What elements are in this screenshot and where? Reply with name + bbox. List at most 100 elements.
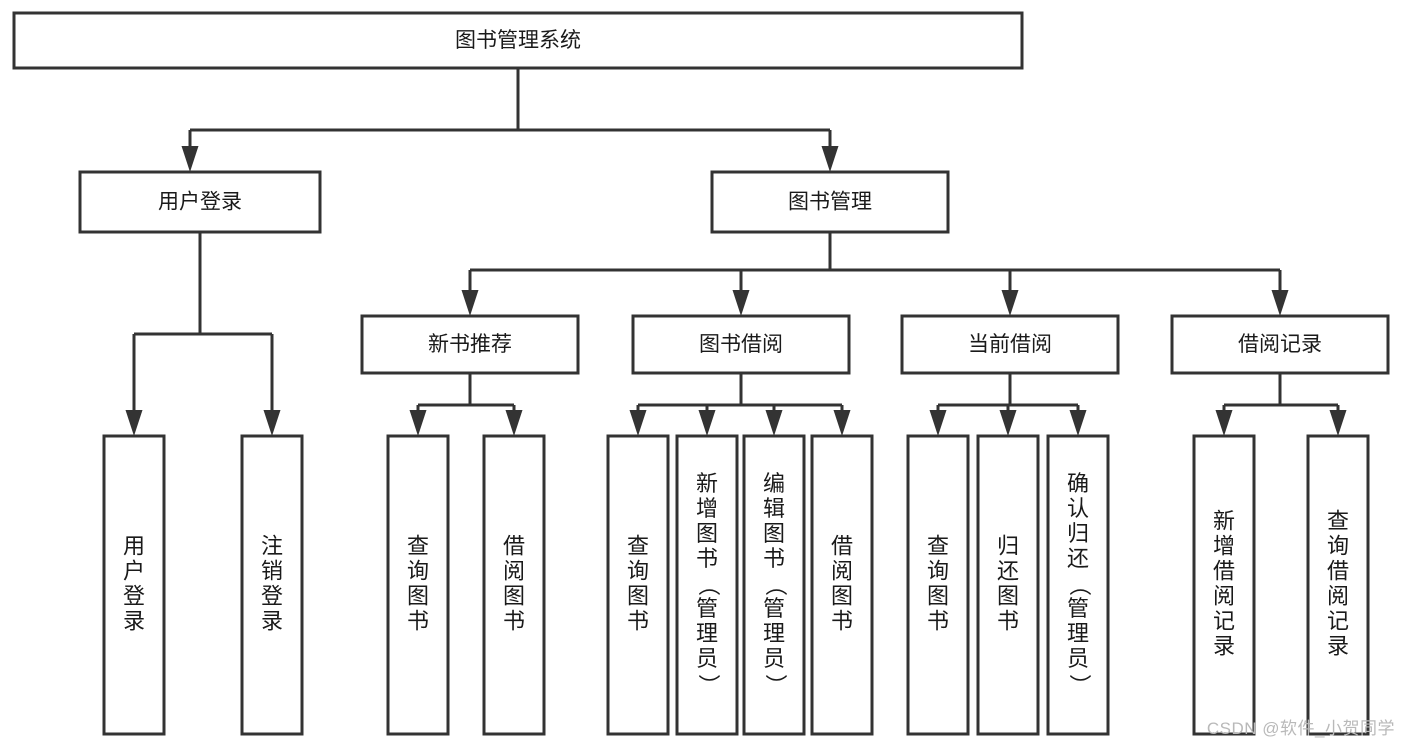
node-label-char: 录 (261, 608, 283, 633)
node-label-char: ） (696, 674, 721, 696)
node-label-char: 还 (1067, 546, 1089, 571)
arrow-head-icon (1329, 410, 1347, 436)
node-label-char: 编 (763, 471, 785, 496)
arrow-head-icon (732, 290, 750, 316)
nodes-layer: 图书管理系统用户登录图书管理新书推荐图书借阅当前借阅借阅记录用户登录注销登录查询… (12, 11, 1390, 736)
node-label-char: 查 (1327, 508, 1349, 533)
node-label-char: （ (763, 574, 788, 596)
node-box[interactable] (102, 434, 166, 736)
node-box[interactable] (976, 434, 1040, 736)
node-label-char: 新 (1213, 508, 1235, 533)
node-box[interactable] (675, 434, 739, 736)
node-box[interactable] (1192, 434, 1256, 736)
node-label-char: 询 (407, 558, 429, 583)
node-box[interactable] (482, 434, 546, 736)
node-borrow-records[interactable]: 借阅记录 (1170, 314, 1390, 375)
node-label-char: 书 (696, 546, 718, 571)
node-box[interactable] (906, 434, 970, 736)
node-label: 图书借阅 (699, 333, 783, 356)
node-label-char: 借 (1327, 558, 1349, 583)
arrow-head-icon (409, 410, 427, 436)
connectors-layer (125, 68, 1347, 436)
node-new-book-recommend[interactable]: 新书推荐 (360, 314, 580, 375)
node-label-char: 记 (1213, 608, 1235, 633)
node-label-char: 认 (1067, 496, 1089, 521)
node-box[interactable] (240, 434, 304, 736)
connector-group-root-to-level2 (181, 68, 839, 172)
connector-group-borrow-records-to-leaves (1215, 373, 1347, 436)
node-label-char: 阅 (1213, 583, 1235, 608)
node-label-char: 录 (1327, 633, 1349, 658)
arrow-head-icon (698, 410, 716, 436)
node-label-char: 书 (503, 608, 525, 633)
node-label-char: 图 (627, 583, 649, 608)
node-label-char: 员 (1067, 646, 1089, 671)
node-label: 用户登录 (158, 191, 242, 214)
node-box[interactable] (78, 170, 322, 234)
arrow-head-icon (629, 410, 647, 436)
node-label-char: 询 (927, 558, 949, 583)
node-box[interactable] (810, 434, 874, 736)
arrow-head-icon (821, 146, 839, 172)
node-label-char: 登 (123, 583, 145, 608)
node-label: 图书管理系统 (455, 29, 581, 52)
connector-group-book-management-to-level3 (461, 232, 1289, 316)
node-label: 图书管理 (788, 191, 872, 214)
node-box[interactable] (710, 170, 950, 234)
arrow-head-icon (263, 410, 281, 436)
node-label-char: 辑 (763, 496, 785, 521)
node-label-char: 理 (763, 621, 785, 646)
node-label-char: 增 (1213, 533, 1235, 558)
node-user-login[interactable]: 用户登录 (78, 170, 322, 234)
node-book-management[interactable]: 图书管理 (710, 170, 950, 234)
node-box[interactable] (12, 11, 1024, 70)
node-label-char: 新 (696, 471, 718, 496)
node-label-char: 记 (1327, 608, 1349, 633)
arrow-head-icon (1271, 290, 1289, 316)
node-box[interactable] (360, 314, 580, 375)
node-box[interactable] (742, 434, 806, 736)
node-label-char: 注 (261, 533, 283, 558)
node-current-borrow[interactable]: 当前借阅 (900, 314, 1120, 375)
node-root[interactable]: 图书管理系统 (12, 11, 1024, 70)
node-box[interactable] (900, 314, 1120, 375)
node-label-char: 图 (503, 583, 525, 608)
arrow-head-icon (999, 410, 1017, 436)
node-book-borrow[interactable]: 图书借阅 (631, 314, 851, 375)
node-label-char: 销 (261, 558, 283, 583)
node-label-char: 书 (763, 546, 785, 571)
arrow-head-icon (1215, 410, 1233, 436)
node-label: 借阅记录 (1238, 333, 1322, 356)
node-box[interactable] (386, 434, 450, 736)
arrow-head-icon (833, 410, 851, 436)
node-label-char: 书 (627, 608, 649, 633)
node-box[interactable] (606, 434, 670, 736)
node-label-char: ） (763, 674, 788, 696)
node-box[interactable] (631, 314, 851, 375)
node-leaf-user-login[interactable]: 用户登录 (102, 434, 166, 736)
node-label-char: 增 (696, 496, 718, 521)
node-label-char: 图 (763, 521, 785, 546)
node-box[interactable] (1170, 314, 1390, 375)
arrow-head-icon (461, 290, 479, 316)
connector-group-user-login-to-leaves (125, 232, 281, 436)
node-label-char: 理 (1067, 621, 1089, 646)
node-label-char: 户 (123, 558, 145, 583)
node-box[interactable] (1306, 434, 1370, 736)
node-box[interactable] (1046, 434, 1110, 736)
arrow-head-icon (1001, 290, 1019, 316)
